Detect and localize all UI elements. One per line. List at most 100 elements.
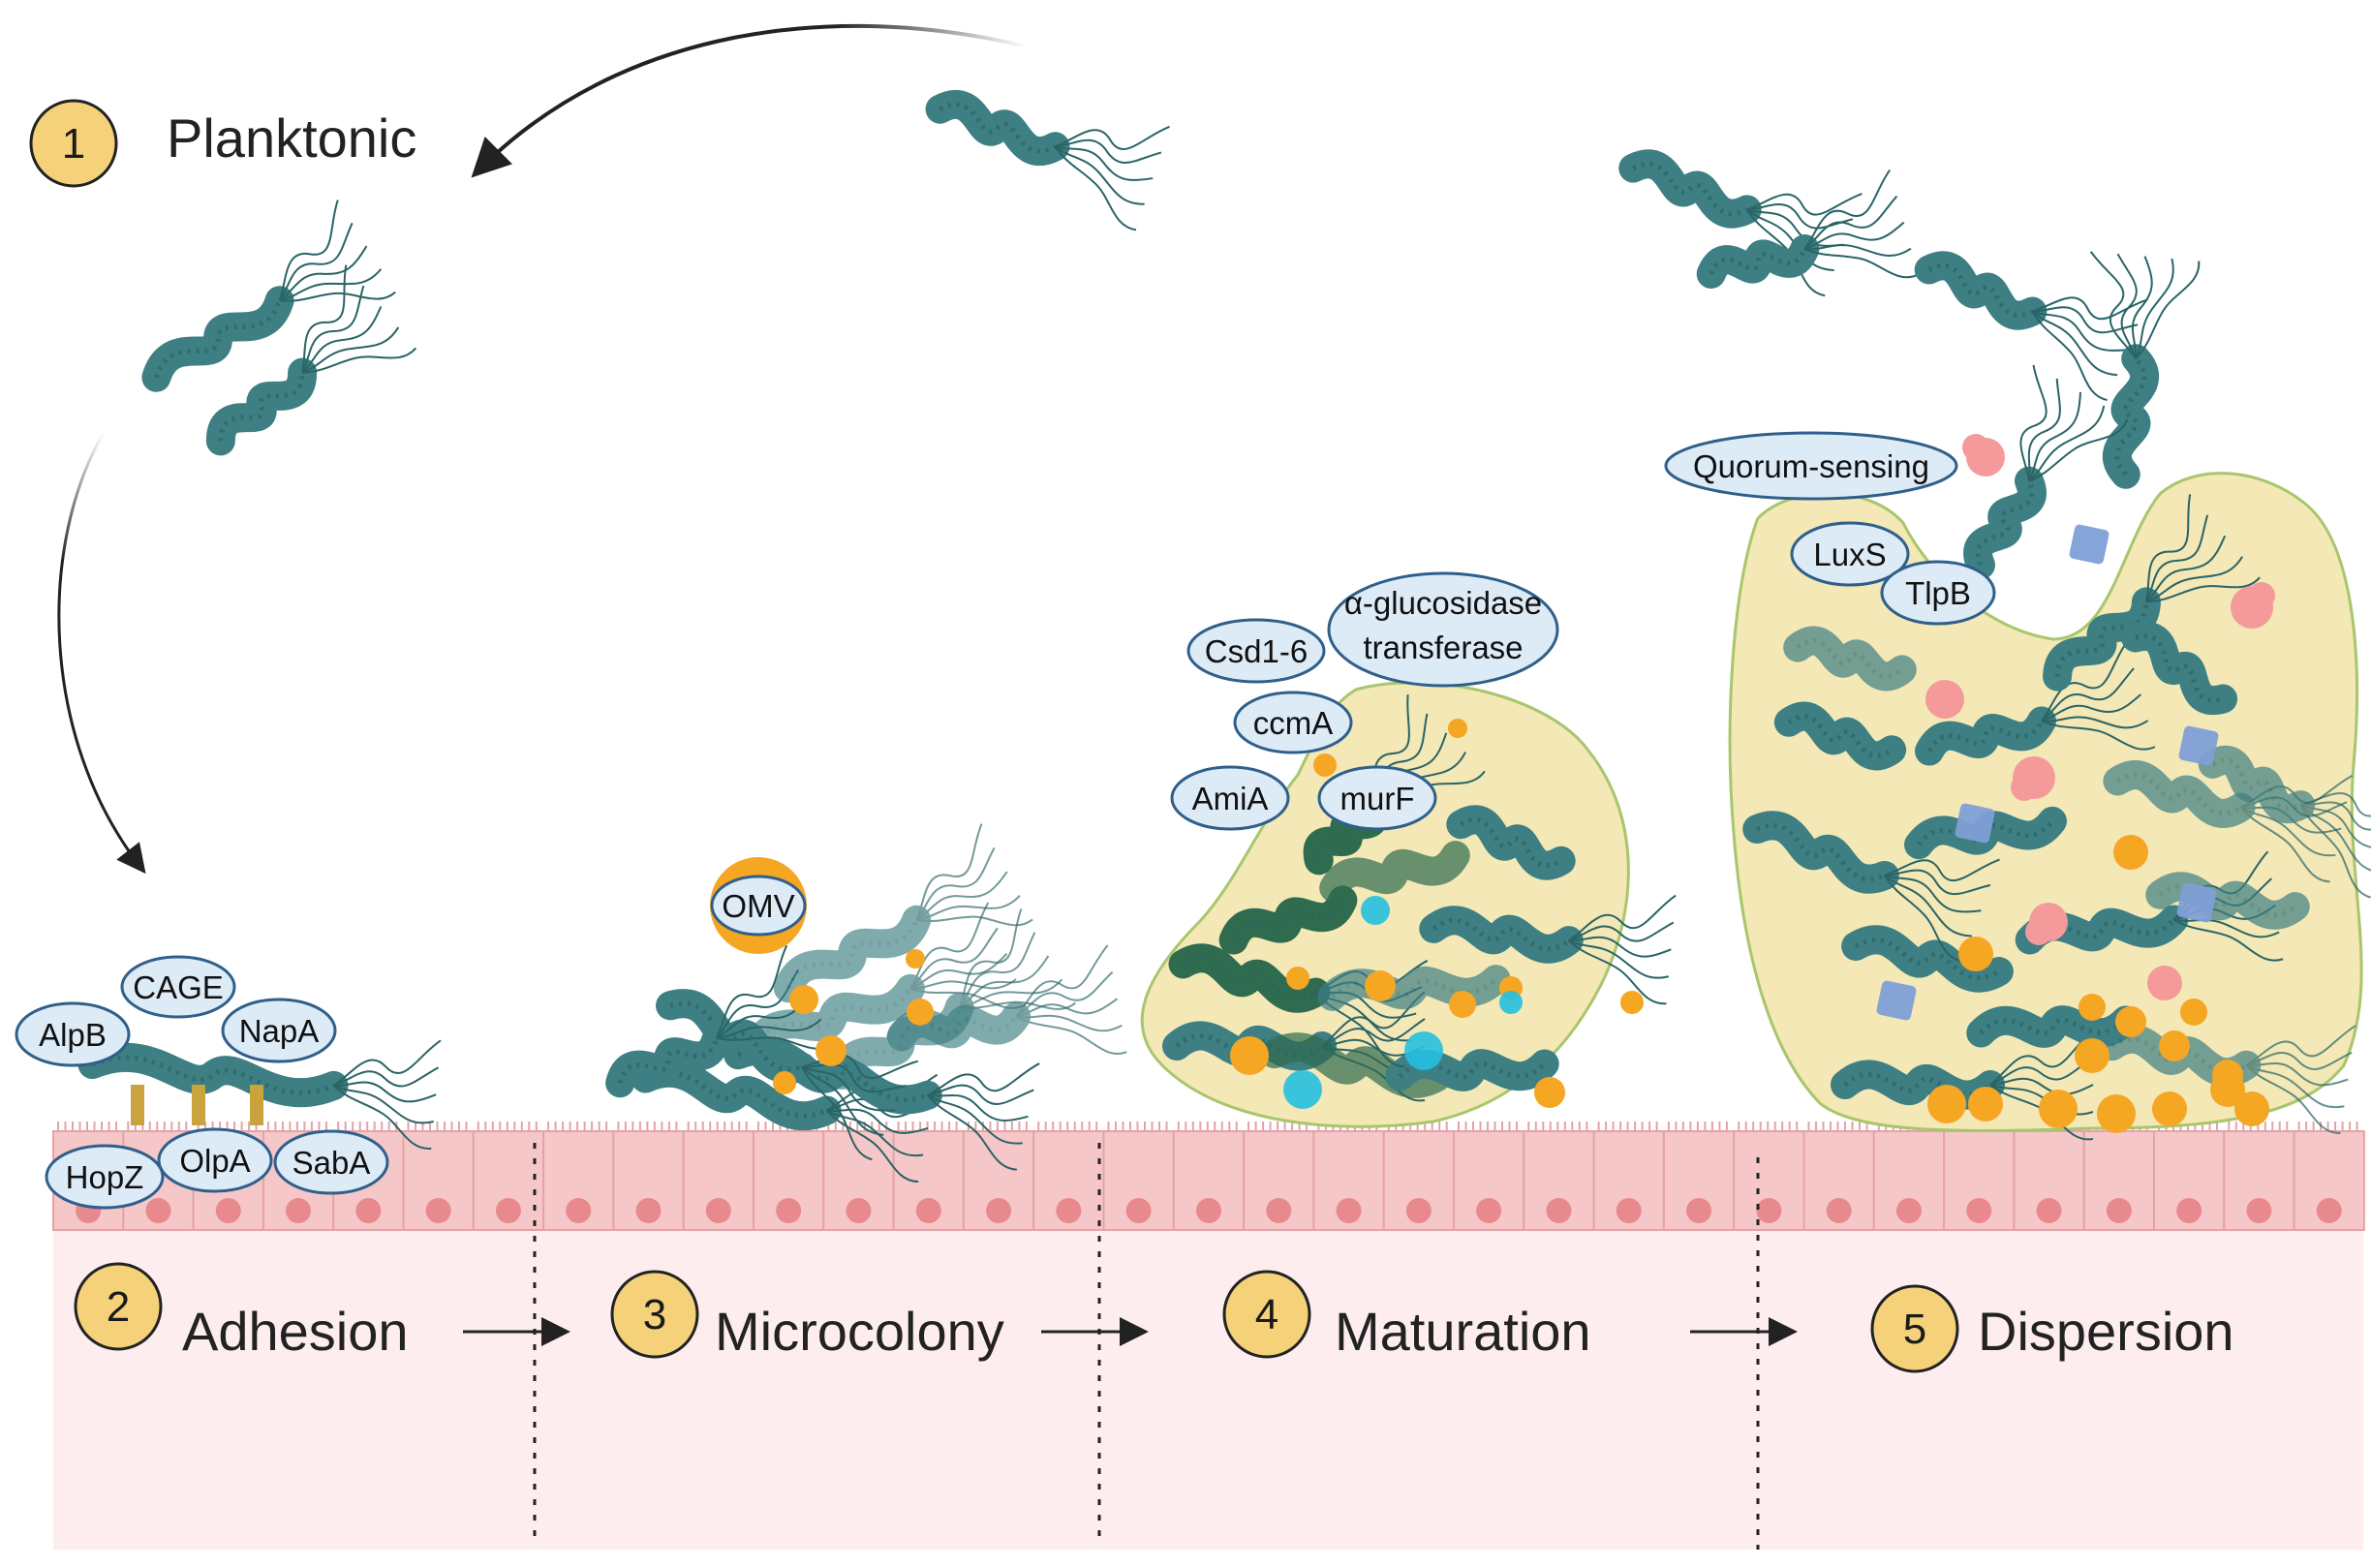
vesicle bbox=[1230, 1036, 1269, 1075]
pill-glucosidase-line2: transferase bbox=[1363, 630, 1523, 665]
pill-luxs-label: LuxS bbox=[1813, 537, 1886, 572]
vesicle bbox=[1534, 1077, 1565, 1108]
flagellum bbox=[333, 1066, 440, 1088]
cell-nucleus bbox=[1266, 1198, 1292, 1223]
bacterium-texture bbox=[154, 299, 282, 379]
bacterium-texture bbox=[1332, 853, 1458, 890]
bacterium-texture bbox=[669, 1000, 803, 1072]
flagellum bbox=[1803, 195, 1898, 250]
cell-nucleus bbox=[915, 1198, 941, 1223]
bacterium-body bbox=[2103, 344, 2159, 489]
flagellum bbox=[801, 1066, 873, 1161]
stage-3: 3 Microcolony bbox=[610, 1270, 1004, 1362]
autoinducer-square bbox=[1955, 803, 1995, 844]
flagellum bbox=[2239, 806, 2330, 883]
flagellum bbox=[716, 1018, 822, 1039]
bacterium-body bbox=[741, 973, 925, 1061]
vesicle bbox=[1620, 991, 1644, 1014]
bacterium-texture bbox=[2116, 772, 2242, 816]
flagellum bbox=[1055, 125, 1170, 151]
pill-amia: AmiA bbox=[1170, 765, 1290, 831]
flagellum bbox=[2246, 1062, 2349, 1087]
flagellum bbox=[927, 1093, 1023, 1145]
bacterium-texture bbox=[1330, 977, 1498, 999]
cell-nucleus bbox=[215, 1198, 241, 1223]
flagellum bbox=[2041, 641, 2128, 723]
cell-nucleus bbox=[1195, 1198, 1221, 1223]
pill-napa-label: NapA bbox=[239, 1013, 320, 1049]
flagellum bbox=[2240, 806, 2336, 857]
flagellum bbox=[1568, 894, 1677, 941]
flagellum bbox=[2144, 494, 2192, 602]
flagellum bbox=[301, 306, 383, 374]
cell-nucleus bbox=[1966, 1198, 1992, 1223]
stage-5-label: Dispersion bbox=[1978, 1301, 2234, 1362]
vesicle bbox=[816, 1035, 847, 1066]
vesicle bbox=[1448, 719, 1467, 738]
pill-tlpb: TlpB bbox=[1880, 560, 1996, 626]
pill-ccma-label: ccmA bbox=[1253, 705, 1334, 741]
return-arrow bbox=[471, 23, 1028, 178]
flagellum bbox=[2300, 801, 2371, 831]
bacterium bbox=[1783, 626, 1917, 692]
flagellum bbox=[332, 1085, 432, 1150]
bacterium-texture bbox=[2027, 917, 2176, 942]
bacterium-texture bbox=[785, 918, 919, 990]
flagellum bbox=[2041, 667, 2135, 723]
flagellum bbox=[958, 908, 1023, 1008]
vesicle bbox=[1499, 991, 1523, 1014]
bacterium bbox=[1963, 364, 2129, 580]
bacterium-body bbox=[605, 1023, 731, 1098]
cell-nucleus bbox=[1405, 1198, 1432, 1223]
pill-cage: CAGE bbox=[120, 955, 236, 1019]
flagellum bbox=[915, 871, 1008, 921]
bacterium-texture bbox=[939, 102, 1057, 154]
flagellum bbox=[1054, 145, 1145, 205]
stage-2-number: 2 bbox=[107, 1283, 130, 1331]
flagellum bbox=[2027, 378, 2061, 481]
vesicles-layer bbox=[773, 434, 2275, 1133]
vesicle bbox=[1365, 970, 1396, 1001]
bacterium bbox=[1618, 149, 1863, 297]
cell-nucleus bbox=[2316, 1198, 2342, 1223]
vesicle bbox=[1286, 967, 1309, 990]
vesicle bbox=[1449, 991, 1476, 1018]
stage-4-badge bbox=[1222, 1270, 1311, 1359]
flagellum bbox=[2131, 256, 2153, 359]
stage-1-number: 1 bbox=[62, 120, 85, 168]
flagellum bbox=[2300, 792, 2371, 817]
adhesin-stalk bbox=[250, 1085, 263, 1125]
bacterium bbox=[1218, 885, 1358, 955]
flagellum bbox=[279, 268, 383, 302]
autoinducer-square bbox=[2178, 725, 2219, 766]
flagellum bbox=[1989, 1030, 2094, 1086]
flagellum bbox=[1989, 1057, 2094, 1086]
autoinducer-square bbox=[2069, 524, 2109, 565]
bacterium bbox=[656, 989, 918, 1161]
cell-nucleus bbox=[1056, 1198, 1082, 1223]
stage-1-badge bbox=[29, 99, 118, 188]
bacterium bbox=[1419, 894, 1677, 1005]
bacterium-texture bbox=[754, 987, 912, 1047]
flagellum bbox=[1015, 998, 1119, 1018]
cell-nucleus bbox=[1476, 1198, 1502, 1223]
cell-nucleus bbox=[635, 1198, 662, 1223]
flagellum bbox=[1746, 203, 1854, 230]
flagellum bbox=[1015, 944, 1109, 1018]
flagellum bbox=[2032, 296, 2148, 321]
flagellum bbox=[301, 326, 400, 374]
flagellum bbox=[2031, 310, 2128, 352]
quorum-signal bbox=[2147, 966, 2182, 1000]
cell-nucleus bbox=[2246, 1198, 2272, 1223]
stage-1-label: Planktonic bbox=[167, 108, 416, 169]
bacterium-texture bbox=[644, 1070, 828, 1119]
flagellum bbox=[1803, 248, 1919, 279]
pill-glucosidase-line1: α-glucosidase bbox=[1344, 585, 1542, 621]
flagellum bbox=[2245, 1063, 2345, 1109]
lumen-base bbox=[53, 1215, 2363, 1550]
pill-omv-label: OMV bbox=[722, 888, 794, 924]
epithelial-cell bbox=[1032, 1130, 1105, 1231]
flagellum bbox=[1568, 936, 1672, 958]
bacterium-texture bbox=[1398, 1061, 1547, 1080]
bacterium-texture bbox=[1927, 262, 2034, 319]
